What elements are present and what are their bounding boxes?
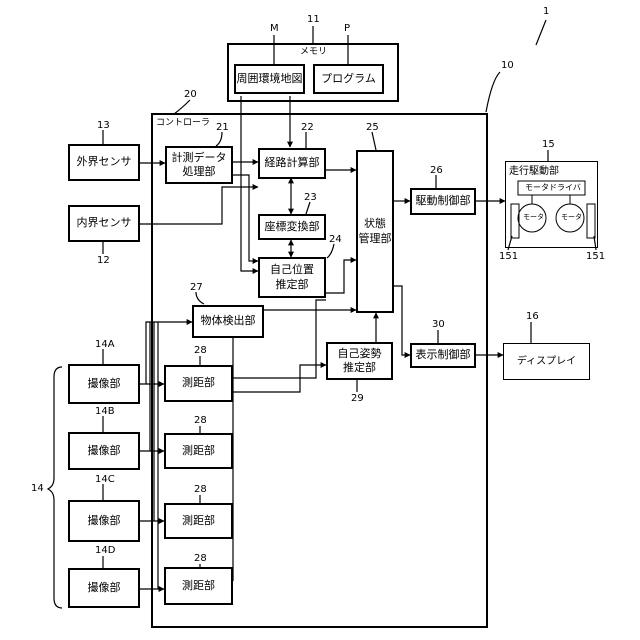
self-posture-box: 自己姿勢 推定部 — [326, 342, 393, 380]
ref-processing: 21 — [216, 123, 229, 133]
motor-driver-label: モータドライバ — [525, 184, 581, 192]
internal-sensor-box: 内界センサ — [68, 205, 140, 242]
route-calc-box: 経路計算部 — [258, 148, 326, 179]
self-position-label: 自己位置 推定部 — [270, 263, 314, 292]
ref-ranging-2: 28 — [194, 416, 207, 426]
display-control-label: 表示制御部 — [416, 348, 471, 362]
ref-camera-b: 14B — [95, 407, 115, 417]
motor-left-label: モータ — [523, 214, 544, 221]
ref-camera-c: 14C — [95, 475, 115, 485]
brace-14 — [48, 367, 62, 608]
position-to-state — [326, 260, 356, 293]
ref-program: P — [344, 24, 350, 34]
camera-a-box: 撮像部 — [68, 364, 140, 404]
camera-c-box: 撮像部 — [68, 500, 140, 542]
motor-right-label: モータ — [561, 214, 582, 221]
leader-23 — [306, 202, 310, 214]
ref-camera-d: 14D — [95, 546, 115, 556]
ref-display: 16 — [526, 312, 539, 322]
ref-position: 24 — [329, 235, 342, 245]
leader-24 — [327, 244, 334, 258]
drive-control-box: 駆動制御部 — [410, 188, 476, 215]
state-management-label: 状態 管理部 — [359, 217, 392, 246]
camera-b-box: 撮像部 — [68, 432, 140, 470]
controller-title: コントローラ — [156, 119, 210, 128]
leader-1 — [536, 20, 546, 45]
ref-route: 22 — [301, 123, 314, 133]
ref-objdet: 27 — [190, 283, 203, 293]
ref-drive: 26 — [430, 166, 443, 176]
program-box: プログラム — [313, 64, 384, 94]
display-box: ディスプレイ — [503, 343, 590, 380]
internal-sensor-label: 内界センサ — [77, 216, 132, 230]
ref-ranging-3: 28 — [194, 485, 207, 495]
ref-travel-drive: 15 — [542, 140, 555, 150]
ref-controller: 20 — [184, 90, 197, 100]
ranging-3-box: 測距部 — [164, 503, 233, 539]
self-posture-label: 自己姿勢 推定部 — [338, 347, 382, 376]
coord-transform-box: 座標変換部 — [258, 214, 326, 240]
external-sensor-box: 外界センサ — [68, 144, 140, 181]
memory-title: メモリ — [300, 48, 327, 57]
ref-external-sensor: 13 — [97, 121, 110, 131]
leader-20 — [174, 100, 190, 114]
surrounding-map-label: 周囲環境地図 — [237, 72, 303, 86]
coord-transform-label: 座標変換部 — [265, 220, 320, 234]
ref-state: 25 — [366, 123, 379, 133]
ranging-3-label: 測距部 — [182, 514, 215, 528]
object-detection-box: 物体検出部 — [192, 305, 264, 338]
program-label: プログラム — [321, 72, 376, 86]
camera-a-label: 撮像部 — [88, 377, 121, 391]
ref-ranging-4: 28 — [194, 554, 207, 564]
ref-map: M — [270, 24, 279, 34]
measurement-processing-box: 計測データ 処理部 — [165, 146, 233, 184]
ref-display-control: 30 — [432, 320, 445, 330]
external-sensor-label: 外界センサ — [77, 155, 132, 169]
leader-10 — [486, 72, 500, 112]
travel-drive-box: 走行駆動部 — [505, 161, 598, 248]
ref-motor-right: 151 — [586, 252, 605, 262]
ref-system: 10 — [501, 61, 514, 71]
route-calc-label: 経路計算部 — [265, 156, 320, 170]
surrounding-map-box: 周囲環境地図 — [234, 64, 305, 94]
measurement-processing-label: 計測データ 処理部 — [172, 151, 227, 180]
ranging-1-box: 測距部 — [164, 365, 233, 402]
ref-motor-left: 151 — [499, 252, 518, 262]
travel-drive-label: 走行駆動部 — [506, 162, 559, 178]
leader-25 — [372, 132, 376, 150]
display-label: ディスプレイ — [517, 355, 576, 368]
ref-ranging-1: 28 — [194, 346, 207, 356]
state-management-box: 状態 管理部 — [356, 150, 394, 313]
camera-d-label: 撮像部 — [88, 581, 121, 595]
ranging-2-label: 測距部 — [182, 444, 215, 458]
leader-21 — [216, 132, 222, 146]
self-position-box: 自己位置 推定部 — [258, 257, 326, 298]
ranging-4-label: 測距部 — [182, 579, 215, 593]
ref-coord: 23 — [304, 193, 317, 203]
ranging-4-box: 測距部 — [164, 567, 233, 605]
object-detection-label: 物体検出部 — [201, 314, 256, 328]
camera-c-label: 撮像部 — [88, 514, 121, 528]
camera-d-box: 撮像部 — [68, 568, 140, 608]
ref-camera-group: 14 — [31, 484, 44, 494]
camera-b-label: 撮像部 — [88, 444, 121, 458]
drive-control-label: 駆動制御部 — [416, 194, 471, 208]
processing-to-position — [233, 175, 258, 261]
ranging-1-label: 測距部 — [182, 376, 215, 390]
intsensor-to-route — [140, 187, 258, 224]
ref-posture: 29 — [351, 394, 364, 404]
ranging-2-box: 測距部 — [164, 433, 233, 469]
display-control-box: 表示制御部 — [410, 343, 476, 368]
ref-internal-sensor: 12 — [97, 256, 110, 266]
ref-figure: 1 — [543, 7, 549, 17]
state-to-display — [394, 286, 410, 355]
ref-camera-a: 14A — [95, 340, 115, 350]
leader-27 — [196, 292, 204, 304]
ref-memory: 11 — [307, 15, 320, 25]
